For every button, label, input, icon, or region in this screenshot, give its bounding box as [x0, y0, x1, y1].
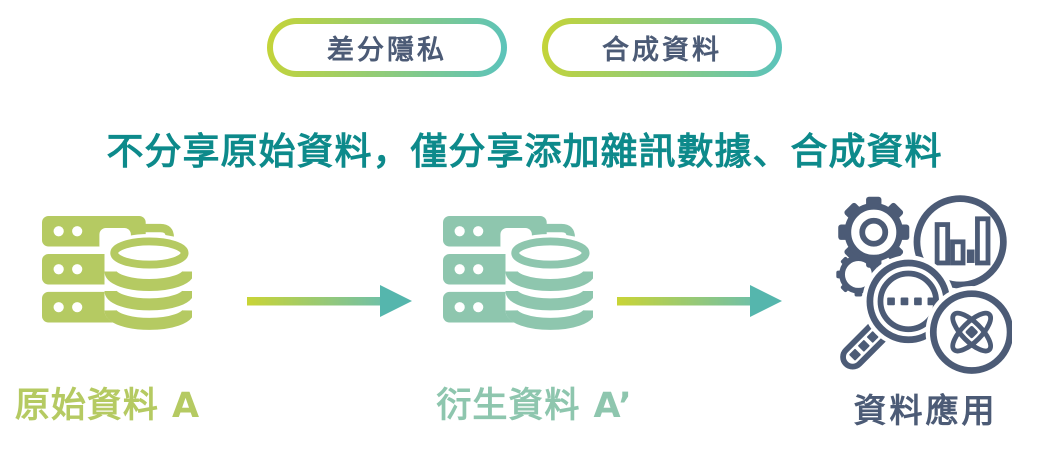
arrow-right-icon [247, 283, 412, 319]
badge-differential-privacy: 差分隱私 [267, 18, 507, 77]
node-label-original: 原始資料 A [14, 386, 201, 426]
server-database-icon [443, 216, 593, 346]
badge-synthetic-data: 合成資料 [542, 18, 782, 77]
data-analysis-icon [820, 190, 1012, 382]
node-label-application: 資料應用 [853, 391, 998, 430]
badge-synthetic-data-label: 合成資料 [548, 24, 776, 71]
arrow-right-icon [617, 283, 782, 319]
badge-row: 差分隱私 合成資料 [0, 18, 1049, 77]
node-label-derived: 衍生資料 A’ [436, 386, 633, 426]
server-database-icon [42, 216, 192, 346]
headline: 不分享原始資料，僅分享添加雜訊數據、合成資料 [106, 130, 943, 173]
badge-differential-privacy-label: 差分隱私 [273, 24, 501, 71]
